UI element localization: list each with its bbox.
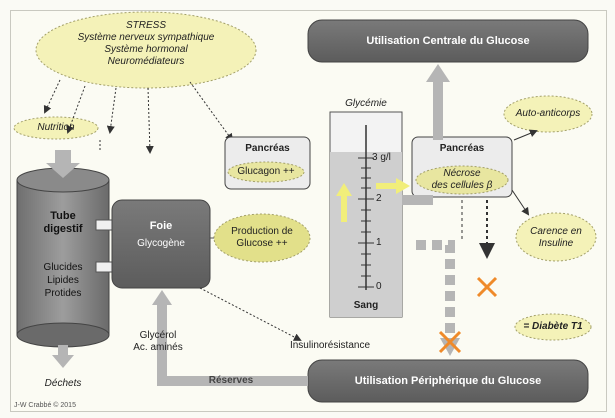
stress-title: STRESS <box>125 20 166 31</box>
glycerol-line-1: Glycérol <box>139 330 177 341</box>
gauge-tick-1: 1 <box>376 237 382 248</box>
tube-content-lipides: Lipides <box>47 275 79 286</box>
foie-box <box>111 199 211 289</box>
cross-icon <box>438 330 462 354</box>
glycemie-title: Glycémie <box>345 98 387 109</box>
tube-content-glucides: Glucides <box>43 262 83 273</box>
reserves-label: Réserves <box>208 375 254 386</box>
auto-anticorps-label: Auto-anticorps <box>515 108 581 119</box>
auto-anticorps-ellipse <box>503 95 593 133</box>
credit-label: J-W Crabbé © 2015 <box>14 402 76 409</box>
stress-line-3: Neuromédiateurs <box>107 56 185 67</box>
production-line-1: Production de <box>231 226 293 237</box>
stress-line-1: Système nerveux sympathique <box>77 32 215 43</box>
dechets-label: Déchets <box>44 378 82 389</box>
gauge-footer: Sang <box>353 300 379 311</box>
tube-content-protides: Protides <box>44 288 82 299</box>
pancreas-right-line-1: Nécrose <box>443 168 481 179</box>
insulinoresistance-label: Insulinorésistance <box>289 340 371 351</box>
stress-ellipse <box>35 11 257 89</box>
pancreas-right-line-2: des cellules β <box>431 180 493 191</box>
glucagon-ellipse <box>227 161 305 183</box>
gauge-tick-0: 0 <box>376 281 382 292</box>
gauge-tick-2: 2 <box>376 193 382 204</box>
central-box <box>307 19 589 63</box>
diabete-label: = Diabète T1 <box>523 321 583 332</box>
nutrition-label: Nutrition <box>37 122 75 133</box>
tube-digestif-body <box>16 179 110 336</box>
foie-title: Foie <box>149 220 173 232</box>
foie-subtitle: Glycogène <box>137 238 185 249</box>
stress-line-2: Système hormonal <box>104 44 188 55</box>
glycerol-line-2: Ac. aminés <box>133 342 183 353</box>
production-line-2: Glucose ++ <box>236 238 288 249</box>
carence-line-1: Carence en <box>530 226 582 237</box>
carence-line-2: Insuline <box>538 238 574 249</box>
central-label: Utilisation Centrale du Glucose <box>366 35 530 47</box>
peripheral-label: Utilisation Périphérique du Glucose <box>354 375 542 387</box>
gauge-tick-3: 3 g/l <box>372 152 391 163</box>
production-ellipse <box>213 213 311 263</box>
pancreas-left-title: Pancréas <box>245 143 290 154</box>
glucagon-label: Glucagon ++ <box>237 166 295 177</box>
tube-title-1: Tube <box>50 210 76 222</box>
necrose-ellipse <box>415 165 509 195</box>
pancreas-right-title: Pancréas <box>439 143 485 154</box>
diabete-ellipse <box>514 313 592 341</box>
nutrition-ellipse <box>13 116 99 140</box>
carence-ellipse <box>515 212 597 262</box>
tube-title-2: digestif <box>43 223 83 235</box>
cross-icon <box>476 276 498 298</box>
